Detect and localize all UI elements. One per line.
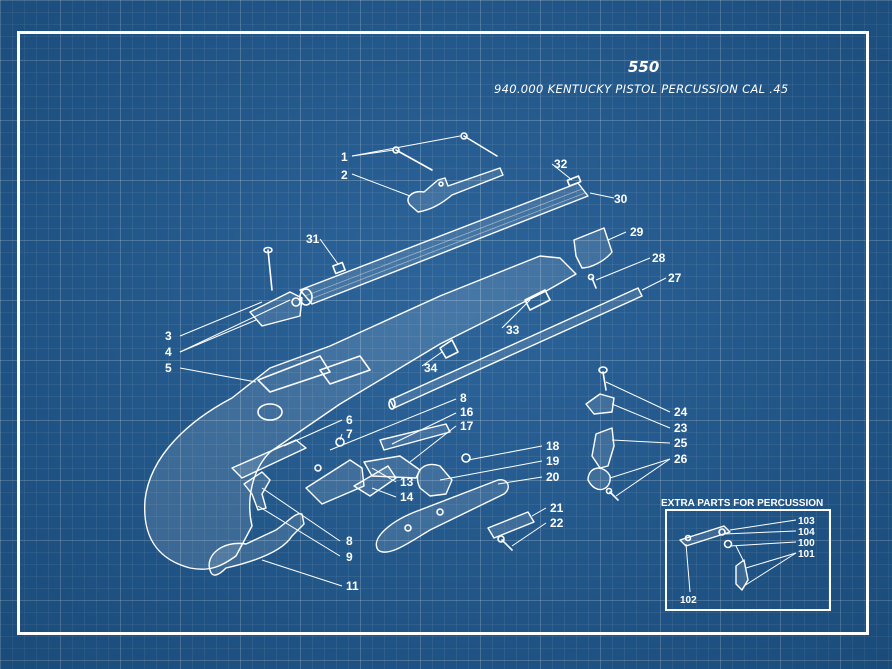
part-pins: [392, 132, 498, 171]
callout-30: 30: [614, 192, 628, 206]
callout-14: 14: [400, 490, 414, 504]
callout-22: 22: [550, 516, 564, 530]
part-sear-spring: [487, 511, 535, 539]
part-barrel: [299, 175, 589, 306]
callout-29: 29: [630, 225, 644, 239]
callout-101: 101: [798, 549, 815, 560]
callout-17: 17: [460, 419, 474, 433]
callout-31: 31: [306, 232, 320, 246]
callout-23: 23: [674, 421, 688, 435]
callout-16: 16: [460, 405, 474, 419]
part-screw-28: [587, 273, 597, 289]
extra-part-hammer: [735, 559, 749, 591]
part-nipple-assembly: [585, 366, 619, 501]
diagram-number: 550: [628, 58, 660, 76]
part-trigger: [243, 471, 271, 511]
part-ramrod: [388, 287, 643, 410]
callout-11: 11: [346, 579, 359, 593]
callout-26: 26: [674, 452, 688, 466]
callout-8: 8: [460, 391, 467, 405]
leader-lines: [179, 135, 671, 587]
callout-28: 28: [652, 251, 666, 265]
part-trigger-guard: [208, 513, 305, 576]
callout-24: 24: [674, 405, 688, 419]
callout-5: 5: [165, 361, 172, 375]
callout-9: 9: [346, 550, 353, 564]
callout-33: 33: [506, 323, 520, 337]
callout-13: 13: [400, 475, 414, 489]
callout-1: 1: [341, 150, 348, 164]
callout-6: 6: [346, 413, 353, 427]
callout-3: 3: [165, 329, 172, 343]
callout-104: 104: [798, 527, 815, 538]
blueprint-frame: [17, 31, 869, 635]
callout-7: 7: [346, 427, 353, 441]
part-sight: [332, 261, 346, 275]
callout-8b: 8: [346, 534, 353, 548]
part-trigger-plate: [231, 439, 307, 479]
part-breech-plug: [249, 246, 303, 327]
extra-parts-title: EXTRA PARTS FOR PERCUSSION: [661, 498, 823, 509]
callout-19: 19: [546, 454, 560, 468]
callout-100: 100: [798, 538, 815, 549]
extra-parts-panel: EXTRA PARTS FOR PERCUSSION 103 104 100 1…: [661, 498, 831, 611]
part-nose-cap: [573, 227, 613, 269]
callout-20: 20: [546, 470, 560, 484]
callout-102: 102: [680, 595, 697, 606]
callout-27: 27: [668, 271, 682, 285]
callout-32: 32: [554, 157, 568, 171]
callout-34: 34: [424, 361, 438, 375]
callout-18: 18: [546, 439, 560, 453]
part-screw-22: [497, 535, 513, 551]
callout-25: 25: [674, 436, 688, 450]
callout-2: 2: [341, 168, 348, 182]
callout-103: 103: [798, 516, 815, 527]
part-lock-internals: [305, 423, 471, 505]
callout-labels: 1 2 3 4 5 6 7 8 8 9 11 13 14 16 17 18 19…: [165, 150, 688, 593]
part-tang: [407, 167, 504, 213]
diagram-subtitle: 940.000 KENTUCKY PISTOL PERCUSSION CAL .…: [494, 82, 789, 96]
extra-part-plate: [679, 525, 731, 547]
callout-21: 21: [550, 501, 564, 515]
callout-4: 4: [165, 345, 172, 359]
extra-parts-box: [665, 509, 831, 611]
